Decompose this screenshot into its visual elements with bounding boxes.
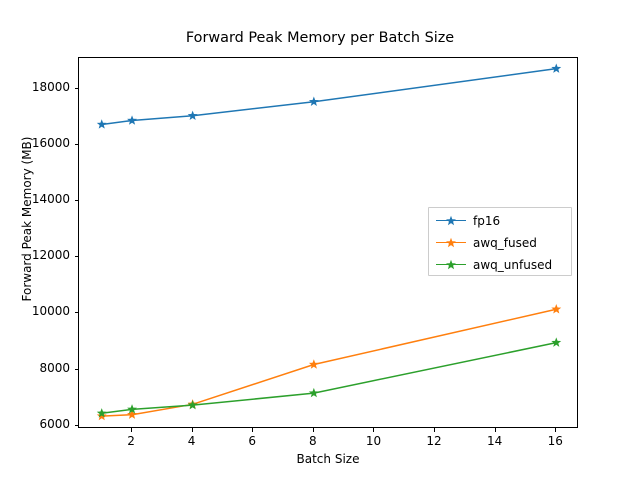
x-tick-label: 2: [127, 434, 135, 448]
y-tick-mark: [74, 200, 78, 202]
data-point-awq_unfused-8: [308, 387, 319, 398]
y-tick-mark: [74, 424, 78, 426]
plot-lines: [96, 63, 562, 421]
x-tick-mark: [373, 428, 375, 432]
x-tick-label: 12: [426, 434, 442, 448]
x-tick-label: 16: [547, 434, 563, 448]
legend-item-awq-unfused[interactable]: awq_unfused: [429, 253, 573, 276]
x-tick-label: 8: [309, 434, 317, 448]
legend-swatch-awq-fused: [436, 236, 466, 250]
x-tick-label: 10: [365, 434, 382, 448]
y-tick-mark: [74, 368, 78, 370]
y-tick-mark: [74, 312, 78, 314]
data-point-awq_fused-1: [96, 410, 107, 421]
x-tick-label: 4: [187, 434, 196, 448]
x-tick-mark: [555, 428, 557, 432]
legend-item-fp16[interactable]: fp16: [429, 209, 573, 232]
data-point-awq_unfused-16: [551, 337, 562, 347]
x-tick-label: 6: [248, 434, 257, 448]
y-tick-label: 6000: [39, 416, 70, 431]
data-point-fp16-2: [127, 115, 137, 125]
chart-title: Forward Peak Memory per Batch Size: [185, 30, 455, 46]
legend-swatch-awq-unfused: [436, 258, 466, 272]
y-tick-mark: [74, 88, 78, 90]
y-tick-mark: [74, 144, 78, 146]
x-tick-mark: [131, 428, 133, 432]
data-point-fp16-4: [187, 110, 198, 120]
y-tick-label: 12000: [31, 248, 70, 263]
y-tick-label: 18000: [31, 80, 70, 95]
x-tick-mark: [252, 428, 254, 432]
y-tick-label: 14000: [31, 192, 70, 207]
y-tick-label: 16000: [31, 136, 70, 151]
data-point-awq_fused-16: [551, 304, 562, 314]
legend-label-awq-unfused: awq_unfused: [473, 257, 553, 272]
x-tick-mark: [434, 428, 436, 432]
y-tick-label: 8000: [39, 360, 70, 375]
legend-label-awq-fused: awq_fused: [473, 235, 537, 250]
data-point-awq_fused-2: [127, 409, 137, 419]
x-axis-label: Batch Size: [296, 452, 360, 466]
y-tick-mark: [74, 256, 78, 258]
data-point-awq_unfused-4: [187, 399, 198, 410]
x-tick-label: 14: [487, 434, 503, 448]
data-point-fp16-8: [308, 96, 319, 106]
legend-item-awq-fused[interactable]: awq_fused: [429, 231, 573, 254]
series-line-awq_unfused: [101, 341, 557, 415]
data-point-awq_fused-8: [308, 359, 319, 369]
plot-area: [78, 57, 578, 428]
series-line-fp16: [101, 67, 557, 126]
y-tick-label: 10000: [31, 304, 70, 319]
data-point-fp16-16: [551, 63, 562, 73]
legend-swatch-fp16: [436, 214, 466, 228]
x-tick-mark: [494, 428, 496, 432]
legend-label-fp16: fp16: [473, 213, 501, 228]
data-point-awq_unfused-2: [127, 404, 137, 414]
series-line-awq_fused: [101, 308, 557, 417]
data-point-fp16-1: [96, 119, 107, 129]
x-tick-mark: [191, 428, 193, 432]
x-tick-mark: [312, 428, 314, 432]
legend[interactable]: fp16 awq_fused awq_unfused: [428, 207, 572, 276]
data-point-awq_unfused-1: [96, 408, 107, 418]
